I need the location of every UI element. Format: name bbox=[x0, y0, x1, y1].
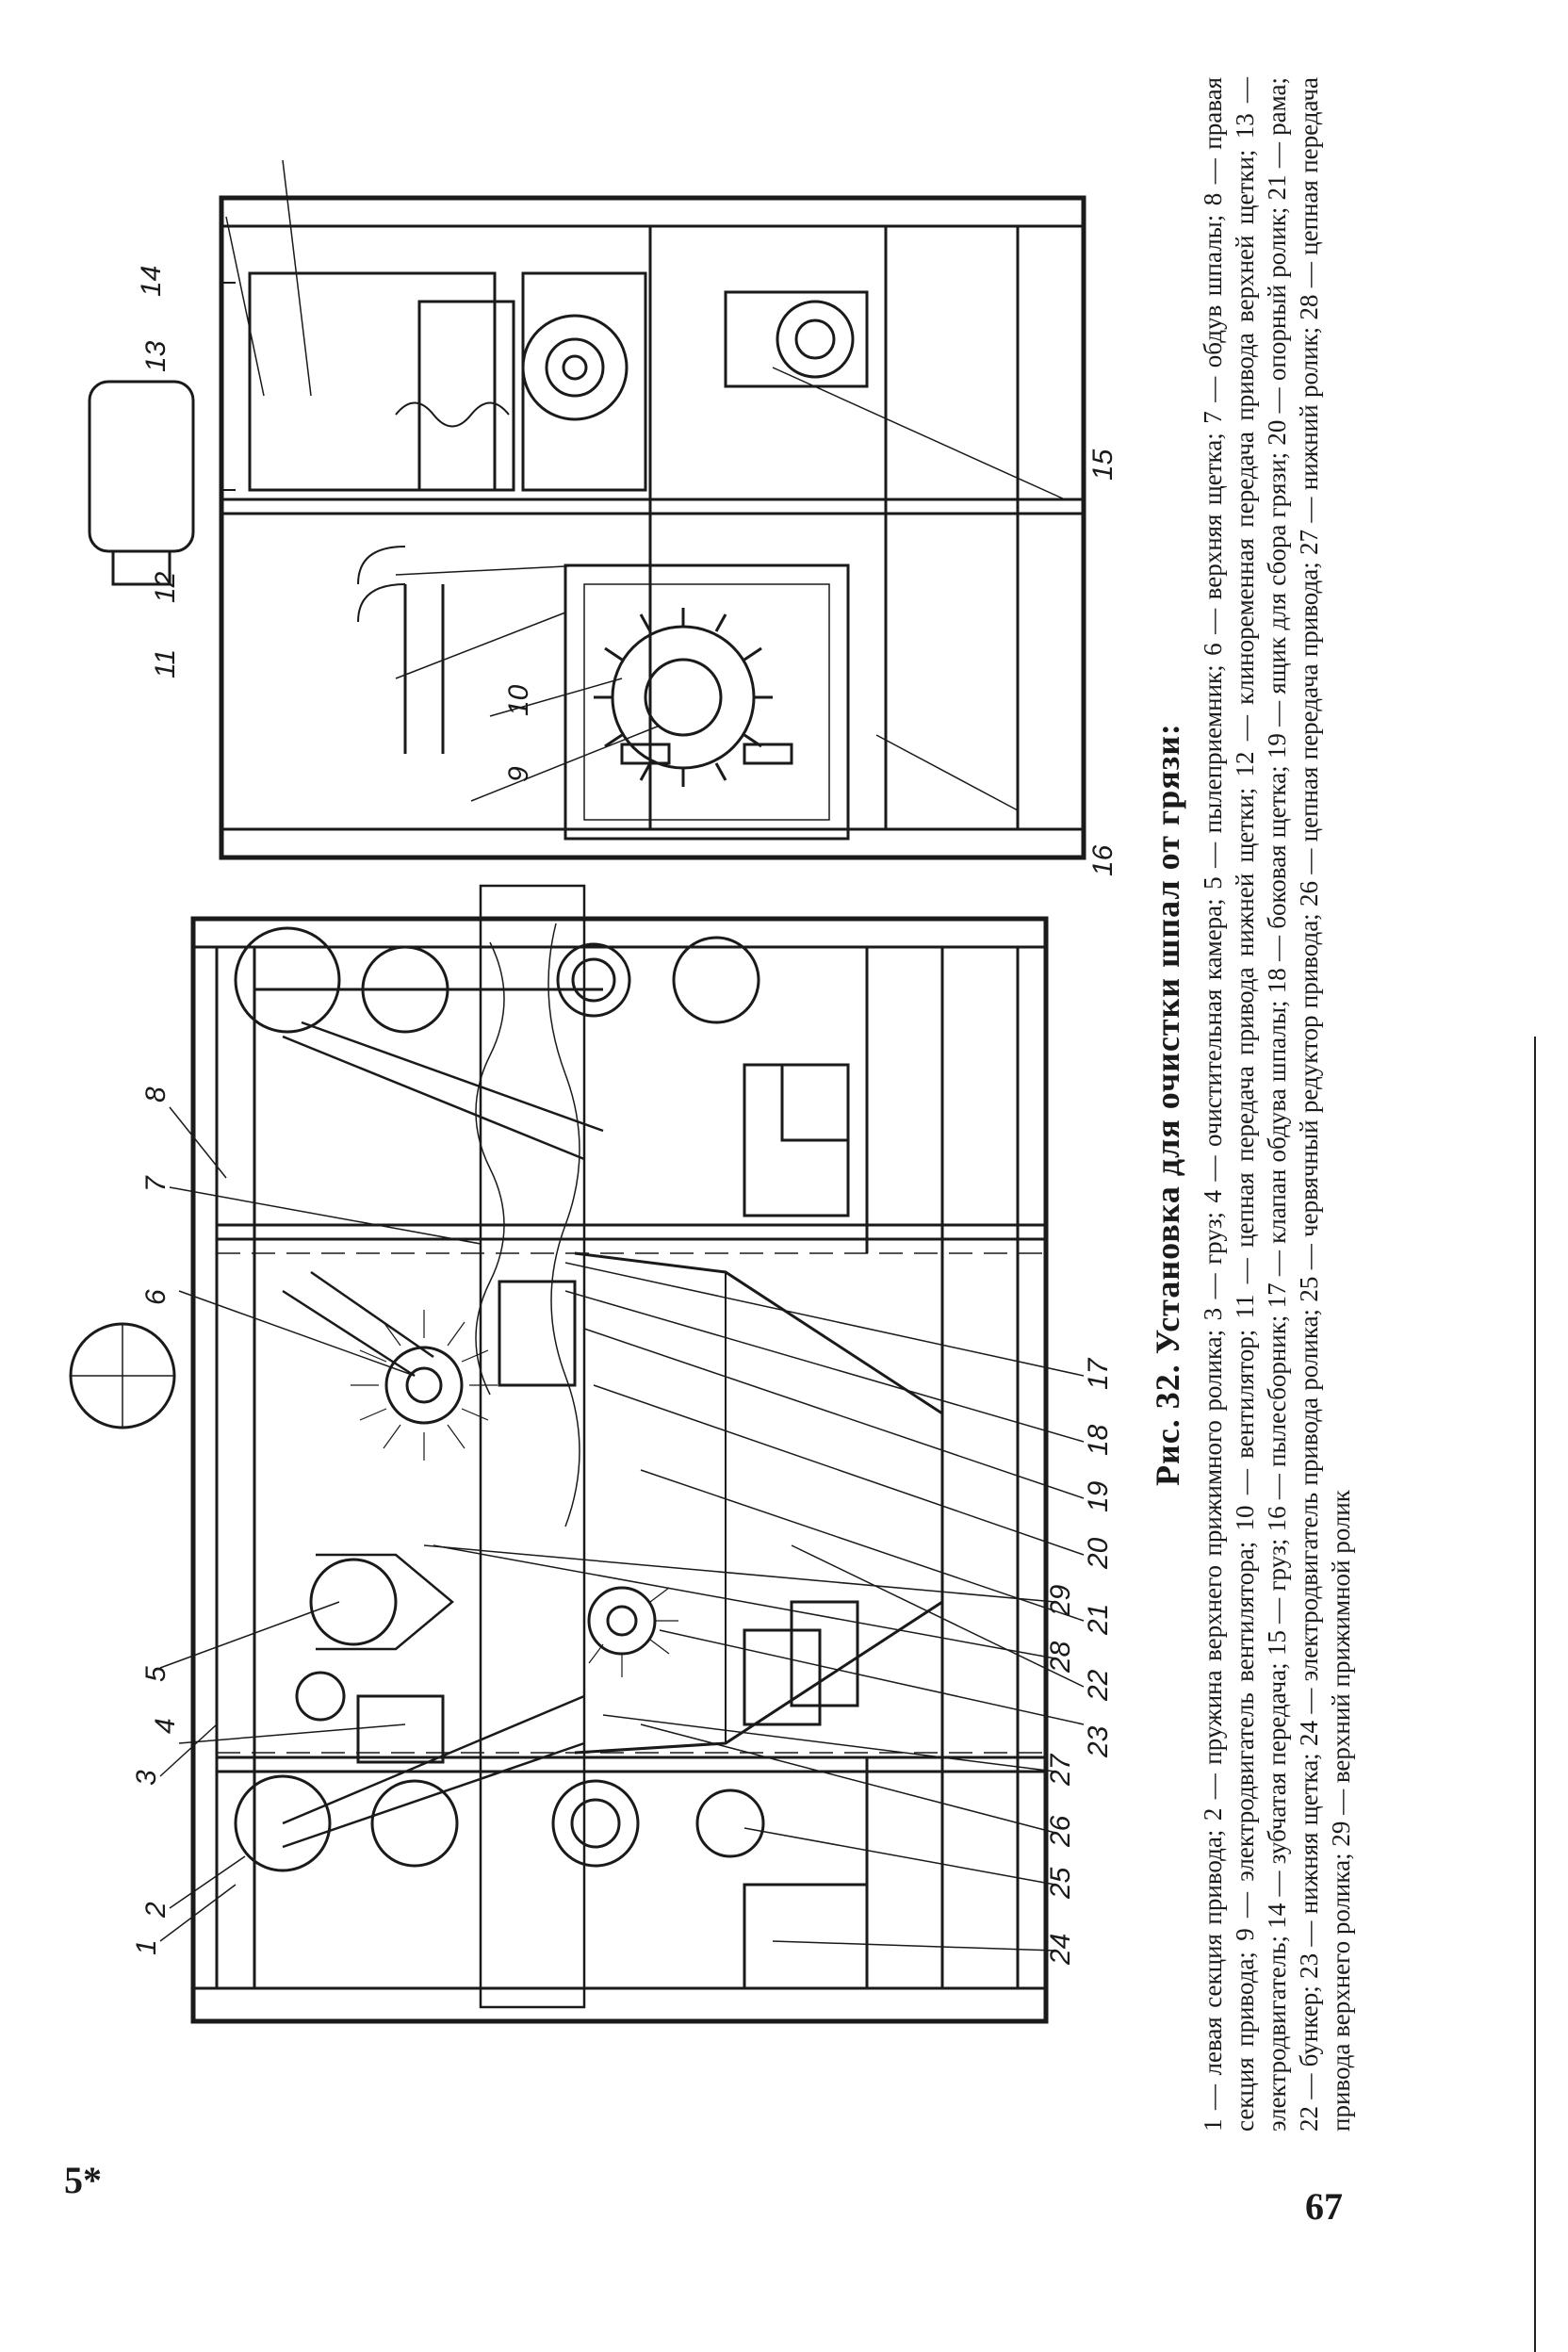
page-number: 67 bbox=[1305, 2185, 1343, 2228]
svg-text:2: 2 bbox=[140, 1902, 172, 1919]
svg-text:5: 5 bbox=[140, 1666, 172, 1682]
svg-text:15: 15 bbox=[1087, 449, 1119, 481]
right-view-frame bbox=[88, 195, 1086, 860]
svg-text:9: 9 bbox=[503, 766, 534, 782]
svg-text:8: 8 bbox=[140, 1086, 172, 1102]
svg-text:6: 6 bbox=[140, 1289, 172, 1305]
figure-caption: Рис. 32. Установка для очистки шпал от г… bbox=[1148, 77, 1357, 2132]
svg-text:16: 16 bbox=[1087, 844, 1119, 876]
svg-text:19: 19 bbox=[1083, 1480, 1114, 1512]
figure-title: Рис. 32. Установка для очистки шпал от г… bbox=[1149, 723, 1186, 1486]
svg-text:21: 21 bbox=[1083, 1604, 1114, 1636]
svg-text:17: 17 bbox=[1083, 1357, 1114, 1390]
svg-text:3: 3 bbox=[131, 1770, 162, 1786]
right-section-drive-bottom bbox=[234, 1600, 869, 1990]
svg-text:12: 12 bbox=[150, 571, 181, 603]
svg-text:14: 14 bbox=[136, 266, 167, 297]
cleaning-chamber bbox=[69, 1251, 944, 1764]
svg-text:1: 1 bbox=[131, 1939, 162, 1955]
svg-text:28: 28 bbox=[1045, 1641, 1076, 1674]
callouts-right-figure bbox=[225, 159, 1066, 811]
svg-text:22: 22 bbox=[1083, 1669, 1114, 1702]
svg-text:11: 11 bbox=[150, 649, 181, 678]
left-view-frame bbox=[190, 916, 1049, 2024]
left-section-drive-top bbox=[234, 926, 850, 1217]
callout-numbers-right: 9 10 11 12 13 14 15 16 bbox=[136, 266, 1119, 876]
svg-text:20: 20 bbox=[1083, 1537, 1114, 1570]
callouts-left-figure bbox=[159, 1106, 1085, 1952]
svg-text:25: 25 bbox=[1045, 1867, 1076, 1900]
svg-text:27: 27 bbox=[1045, 1753, 1076, 1787]
svg-text:26: 26 bbox=[1045, 1815, 1076, 1848]
svg-text:7: 7 bbox=[140, 1175, 172, 1192]
figure-legend: 1 — левая секция привода; 2 — пружина ве… bbox=[1199, 77, 1355, 2132]
svg-text:29: 29 bbox=[1045, 1584, 1076, 1617]
page-edge-line bbox=[1534, 1037, 1536, 2352]
svg-text:10: 10 bbox=[503, 684, 534, 716]
callout-numbers-left: 1 2 3 4 5 6 7 8 17 18 19 20 21 22 23 24 … bbox=[131, 1086, 1114, 1966]
svg-text:4: 4 bbox=[150, 1718, 181, 1734]
svg-text:13: 13 bbox=[140, 340, 172, 372]
svg-text:24: 24 bbox=[1045, 1934, 1076, 1966]
svg-text:18: 18 bbox=[1083, 1424, 1114, 1456]
signature-mark: 5* bbox=[64, 2159, 102, 2201]
svg-text:23: 23 bbox=[1083, 1725, 1114, 1758]
sleeper-beam bbox=[475, 884, 586, 2009]
brush-bristles bbox=[351, 1310, 678, 1677]
